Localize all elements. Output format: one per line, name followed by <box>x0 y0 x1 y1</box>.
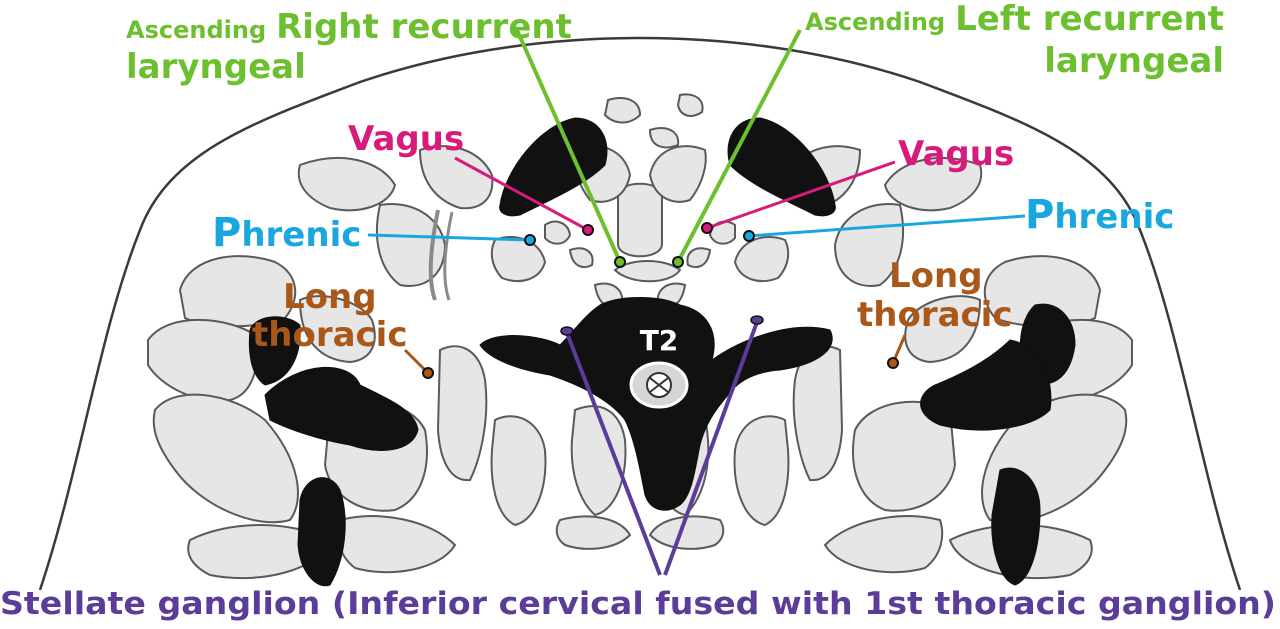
humerus-left <box>297 477 346 587</box>
bones <box>248 117 1076 587</box>
vertebra-label: T2 <box>640 324 679 357</box>
long-thoracic-left-dot <box>422 367 434 379</box>
left-recurrent-label-line2: laryngeal <box>1044 41 1224 81</box>
leader-line-phrenic-right <box>748 214 1026 238</box>
vein-outline <box>428 209 440 301</box>
muscle <box>490 415 547 527</box>
muscle <box>297 157 397 212</box>
muscle <box>648 515 725 550</box>
long-thoracic-left-label-line1: Long <box>283 277 377 317</box>
esophagus <box>613 260 682 283</box>
vagus-right-label: Vagus <box>898 134 1014 174</box>
scapula-right <box>920 339 1052 431</box>
muscle <box>823 515 944 574</box>
muscle <box>436 345 488 482</box>
leader-line-stellate-left <box>565 332 662 576</box>
muscle <box>336 515 457 574</box>
strap-muscle <box>648 127 680 149</box>
left-recurrent-dot <box>672 256 684 268</box>
leader-line-phrenic-left <box>367 233 531 242</box>
phrenic-left-label: Phrenic <box>212 210 361 256</box>
muscle <box>555 515 632 550</box>
leader-line-left-recurrent <box>676 29 802 263</box>
spinal-cord-marker <box>649 377 669 393</box>
vessel <box>568 247 594 269</box>
muscle <box>883 157 983 212</box>
muscle <box>570 405 627 517</box>
vessel <box>544 220 572 245</box>
leader-line-vagus-left <box>454 156 589 232</box>
vein-outline <box>443 211 454 301</box>
muscle <box>298 295 376 364</box>
phrenic-right-dot <box>743 230 755 242</box>
body-outline <box>38 36 1242 591</box>
nerve-dots <box>422 222 899 379</box>
long-thoracic-right-label-line2: thoracic <box>857 295 1013 335</box>
strap-muscle <box>676 93 704 117</box>
muscle <box>733 236 790 282</box>
leader-line-right-recurrent <box>515 29 622 263</box>
vagus-left-dot <box>582 224 594 236</box>
vagus-right-dot <box>701 222 713 234</box>
vessel <box>686 247 712 269</box>
leader-line-vagus-right <box>706 160 896 230</box>
long-thoracic-left-label-line2: thoracic <box>252 315 408 355</box>
scapula-left <box>264 366 419 451</box>
muscle <box>490 236 547 282</box>
right-recurrent-label-line2: laryngeal <box>126 47 306 87</box>
phrenic-right-label: Phrenic <box>1025 192 1174 238</box>
muscle-group-left <box>147 145 632 580</box>
muscle <box>418 145 494 210</box>
trachea <box>617 182 663 258</box>
phrenic-left-dot <box>524 234 536 246</box>
muscle <box>792 345 844 482</box>
clavicle-left <box>499 117 608 217</box>
vagus-left-label: Vagus <box>348 119 464 159</box>
muscle <box>152 393 299 524</box>
right-recurrent-dot <box>614 256 626 268</box>
muscle <box>833 203 904 287</box>
muscle <box>733 415 790 527</box>
leader-lines <box>367 29 1026 576</box>
long-thoracic-right-label-line1: Long <box>889 256 983 296</box>
thyroid-right <box>648 145 707 203</box>
stellate-right-dot <box>750 315 764 325</box>
humerus-right <box>991 467 1041 586</box>
muscle <box>852 400 957 512</box>
long-thoracic-right-dot <box>887 357 899 369</box>
first-rib-left <box>248 316 301 386</box>
stellate-left-dot <box>560 326 574 336</box>
leader-line-stellate-right <box>663 321 759 576</box>
muscle <box>147 318 259 402</box>
muscle <box>904 295 982 364</box>
muscle-group-right <box>648 145 1133 580</box>
strap-muscle <box>603 97 642 124</box>
stellate-ganglion-label: Stellate ganglion (Inferior cervical fus… <box>0 586 1276 622</box>
